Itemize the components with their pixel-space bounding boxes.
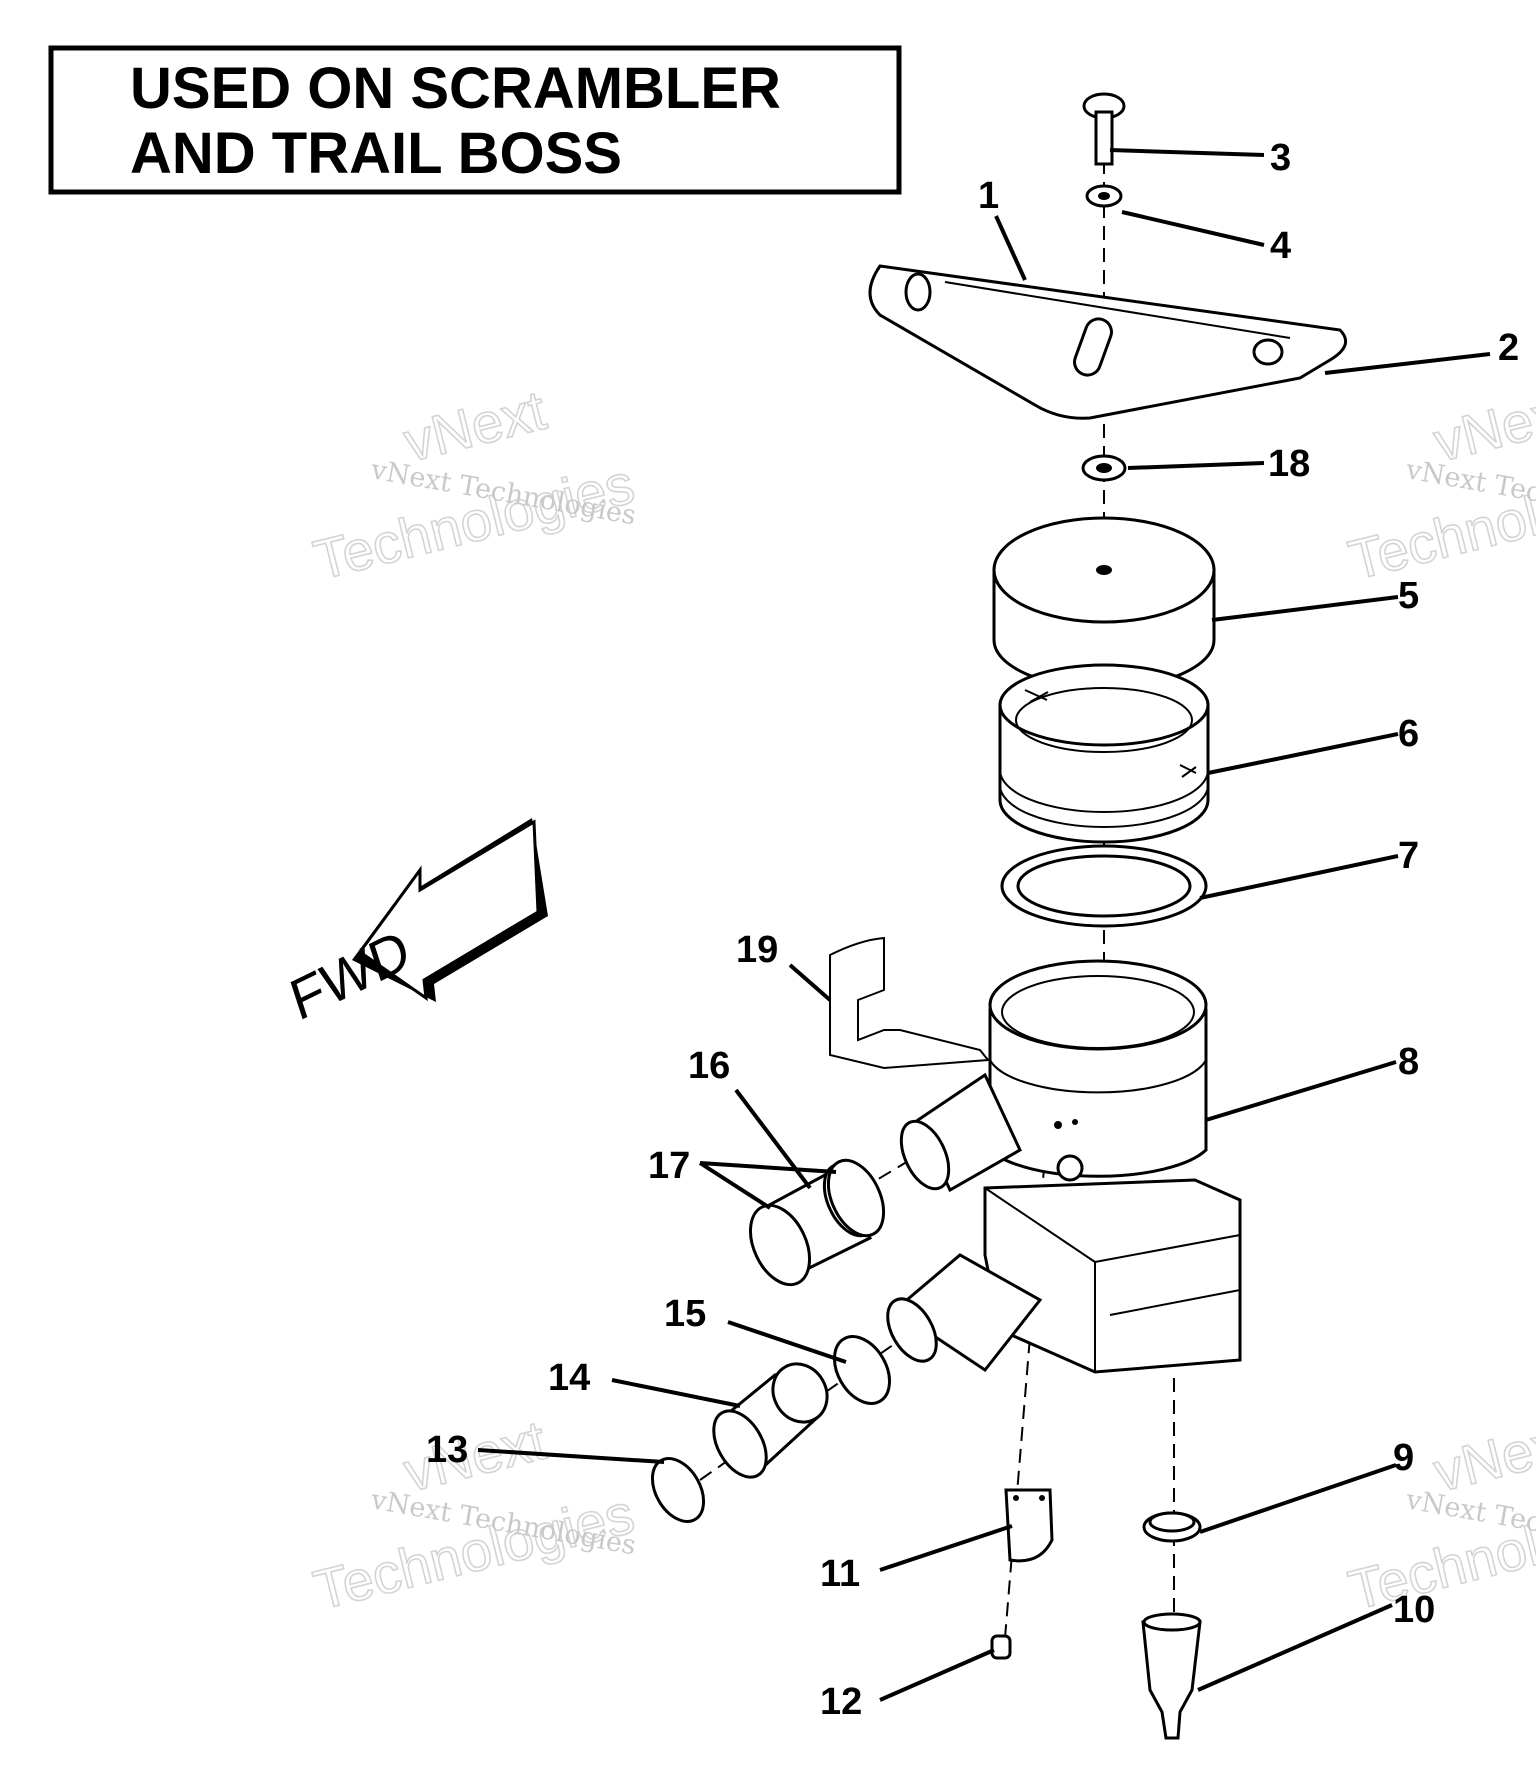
watermark-right-bottom: vNext Technologies vNext Technologies: [1342, 1407, 1536, 1622]
part-drain-clamp: [1142, 1511, 1202, 1543]
part-lower-clamp-inner: [833, 1335, 891, 1405]
part-vent: [990, 1634, 1012, 1660]
part-drain-valve: [1141, 1612, 1202, 1740]
part-washer: [1085, 184, 1123, 208]
callout-9: 9: [1393, 1437, 1414, 1479]
callout-19: 19: [736, 929, 778, 971]
leader-lines: [477, 148, 1491, 1702]
svg-text:vNext: vNext: [1428, 1408, 1536, 1504]
callout-3: 3: [1270, 137, 1291, 179]
callout-12: 12: [820, 1681, 862, 1723]
part-filter-element: [998, 663, 1210, 844]
part-bracket: [868, 264, 1348, 420]
callout-10: 10: [1393, 1589, 1435, 1631]
part-housing: [886, 959, 1242, 1374]
callout-7: 7: [1398, 835, 1419, 877]
callout-13: 13: [426, 1429, 468, 1471]
title-line-1: USED ON SCRAMBLER: [130, 56, 781, 121]
callout-14: 14: [548, 1357, 590, 1399]
part-seal-ring: [1000, 844, 1208, 928]
title-box: USED ON SCRAMBLER AND TRAIL BOSS: [48, 45, 902, 195]
part-clip: [1004, 1488, 1054, 1563]
callout-8: 8: [1398, 1041, 1419, 1083]
svg-text:vNext: vNext: [1428, 378, 1536, 474]
callout-6: 6: [1398, 713, 1419, 755]
callout-numbers: 1 2 3 4 5 6 7 8 9 10 11 12 13 14 15 16 1…: [426, 137, 1519, 1723]
watermark-right-top: vNext Technologies vNext Technologies: [1342, 377, 1536, 592]
callout-2: 2: [1498, 327, 1519, 369]
callout-5: 5: [1398, 575, 1419, 617]
part-cover: [992, 516, 1216, 690]
part-grommet: [1081, 454, 1127, 482]
part-decal: [829, 936, 990, 1070]
callout-15: 15: [664, 1293, 706, 1335]
callout-4: 4: [1270, 225, 1291, 267]
fwd-arrow-icon: FWD: [283, 818, 548, 1033]
title-line-2: AND TRAIL BOSS: [130, 121, 622, 186]
part-bolt: [1082, 92, 1126, 166]
callout-17: 17: [648, 1145, 690, 1187]
callout-16: 16: [688, 1045, 730, 1087]
watermark-left-top: vNext Technologies vNext Technologies: [307, 377, 641, 592]
part-lower-hose: [712, 1362, 829, 1479]
callout-11: 11: [820, 1553, 860, 1595]
fwd-label: FWD: [283, 917, 417, 1033]
svg-text:vNext: vNext: [398, 378, 553, 474]
part-upper-clamps: [748, 1158, 886, 1287]
callout-18: 18: [1268, 443, 1310, 485]
watermark-left-bottom: vNext Technologies vNext Technologies: [307, 1407, 641, 1622]
svg-text:vNext: vNext: [398, 1408, 553, 1504]
callout-1: 1: [978, 175, 999, 217]
